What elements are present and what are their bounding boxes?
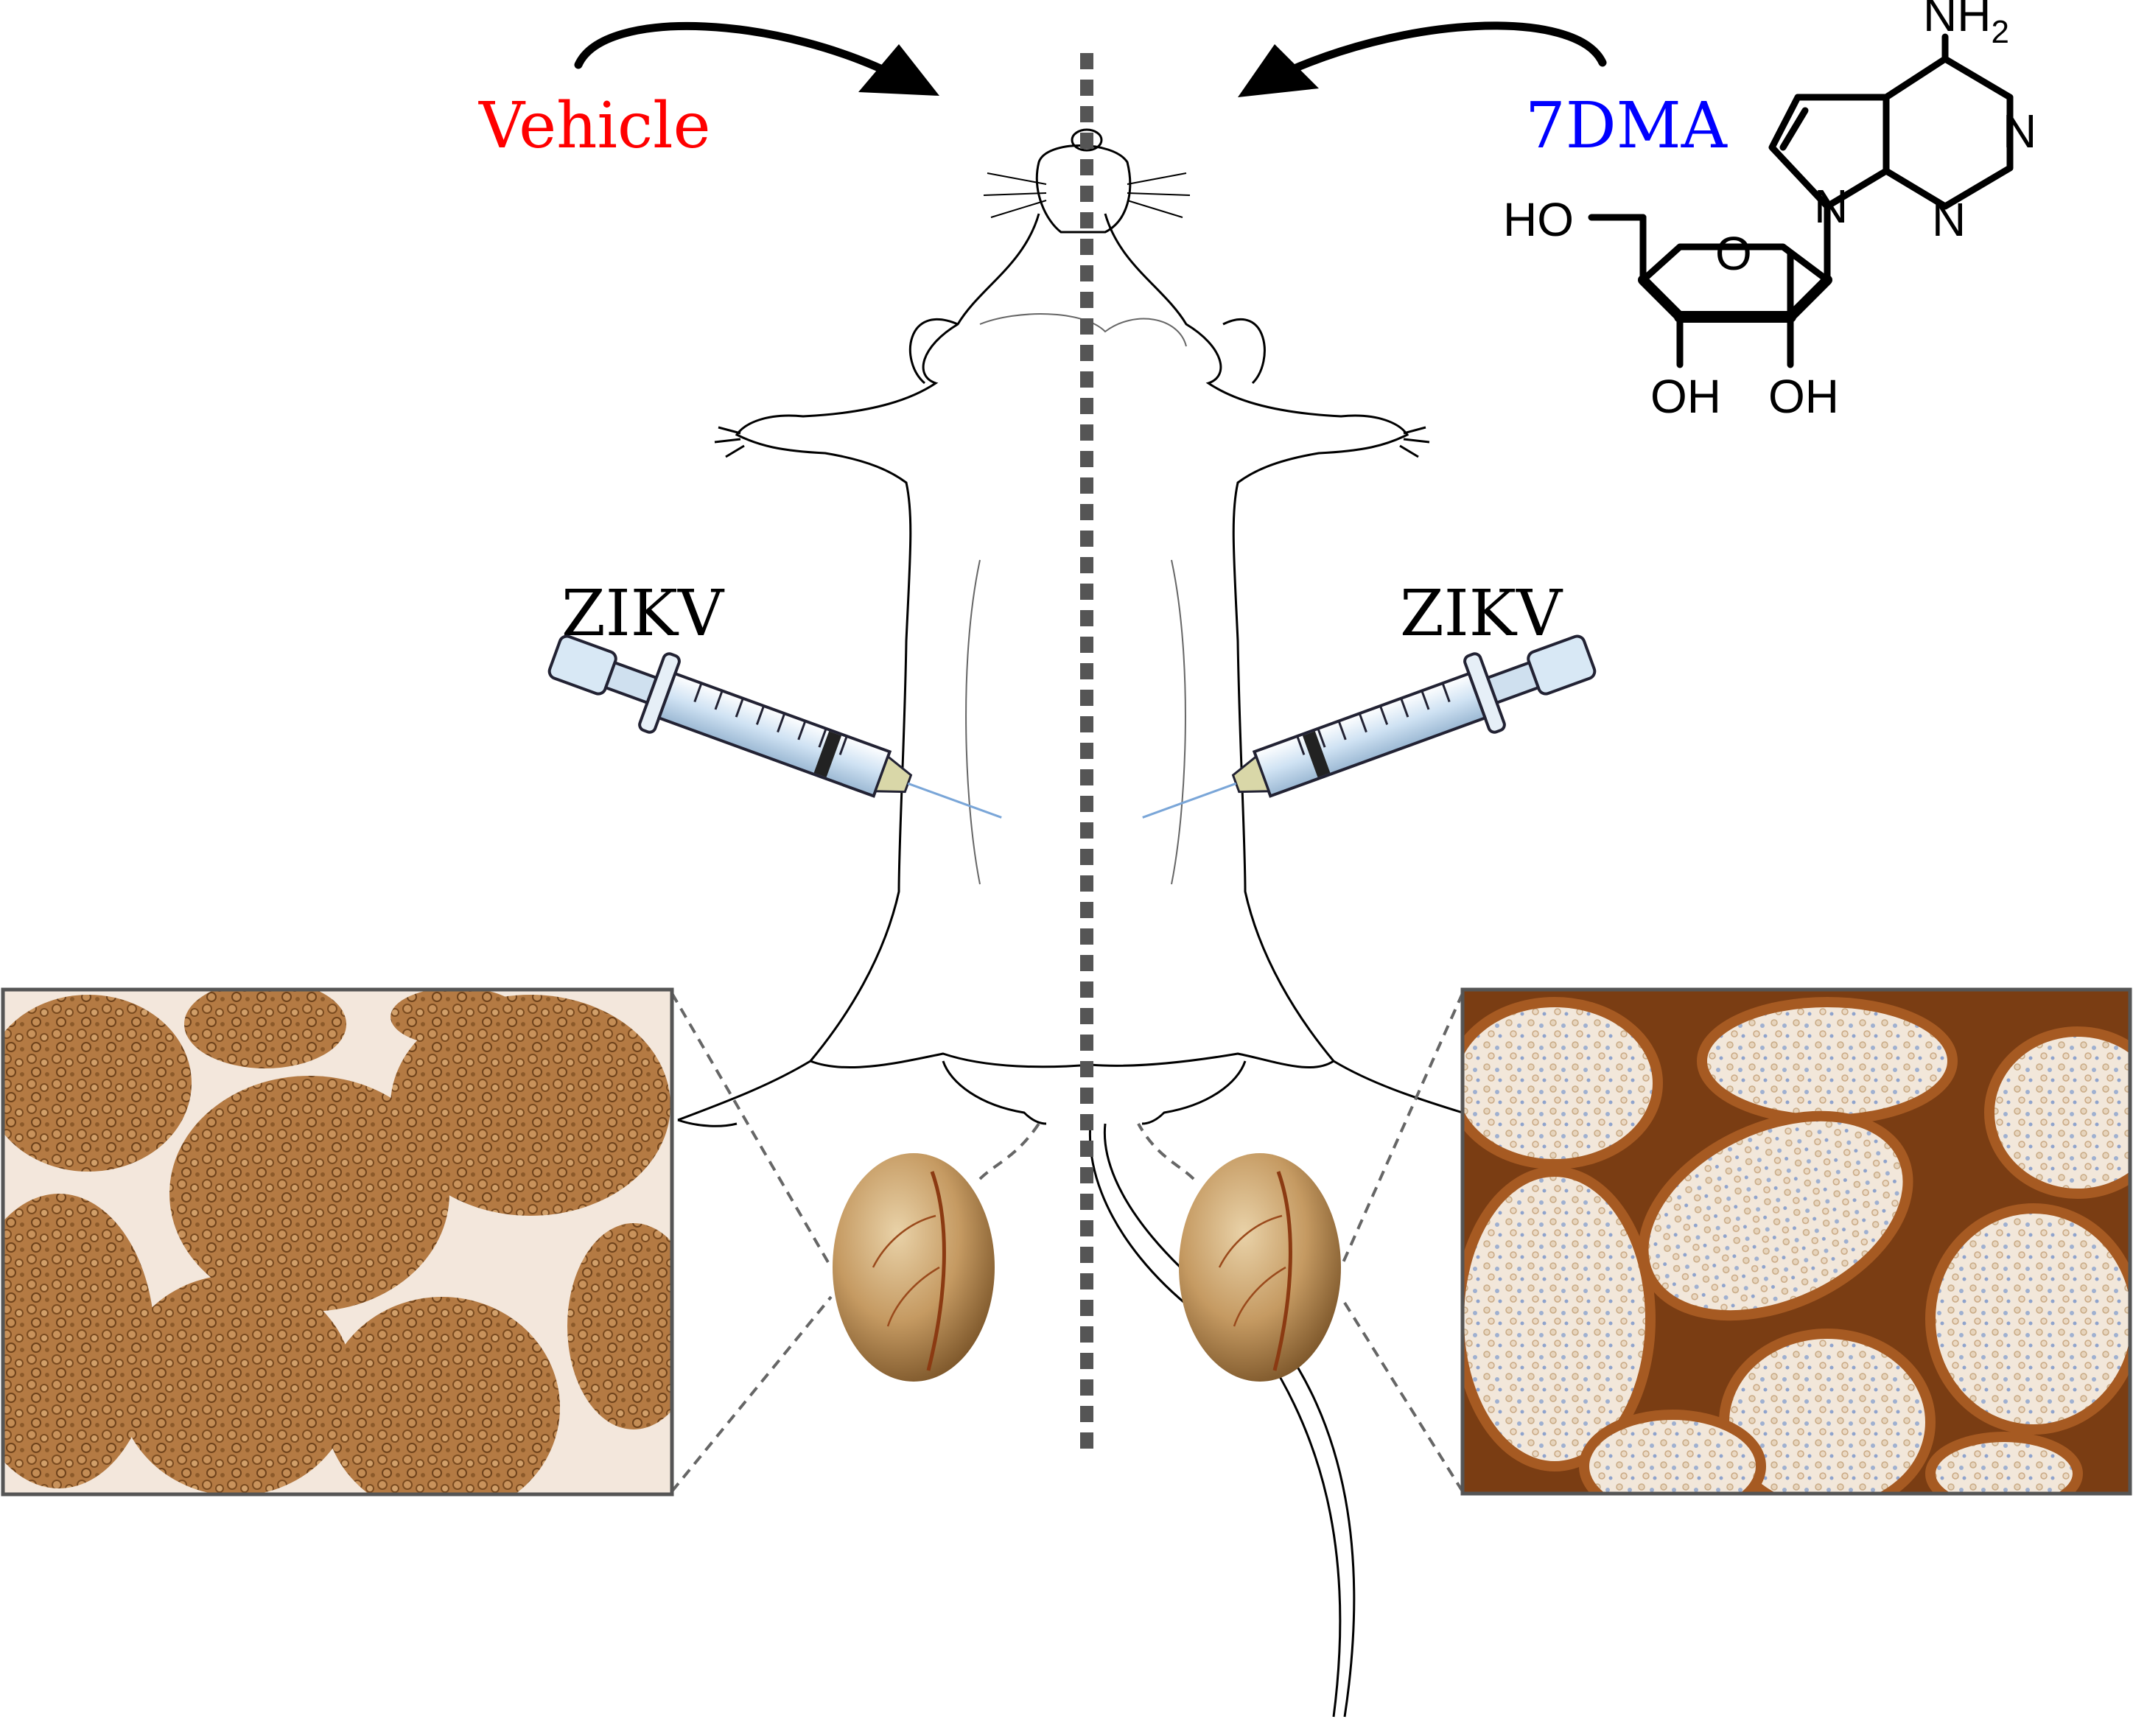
oh-right-label: OH	[1768, 370, 1839, 423]
compound-label: 7DMA	[1525, 89, 1728, 163]
ho-label: HO	[1503, 193, 1574, 246]
nh2-label: NH2	[1923, 0, 2009, 50]
chemical-structure	[1588, 33, 2014, 368]
testis-left-icon	[833, 1153, 995, 1382]
structure-atom-labels: NH2 N N N HO O OH OH	[1503, 0, 2036, 423]
compound-arrow	[1238, 21, 1607, 97]
ring-o-label: O	[1715, 227, 1752, 280]
vehicle-label: Vehicle	[478, 89, 711, 163]
n-bottom-label: N	[1932, 193, 1966, 246]
testis-right-icon	[1179, 1153, 1341, 1382]
histology-panel-vehicle	[1, 987, 674, 1497]
n-top-label: N	[2003, 105, 2036, 158]
n-glyco-label: N	[1814, 180, 1848, 233]
histology-panel-7dma	[1460, 987, 2132, 1496]
zoom-connectors	[670, 992, 1464, 1493]
zikv-label-right: ZIKV	[1400, 577, 1563, 651]
oh-left-label: OH	[1650, 370, 1721, 423]
vehicle-arrow	[574, 22, 939, 96]
syringe-left-icon	[547, 634, 1002, 819]
syringe-right-icon	[1142, 634, 1597, 819]
zikv-label-left: ZIKV	[561, 577, 725, 651]
mouse-silhouette-icon	[677, 128, 1463, 1718]
